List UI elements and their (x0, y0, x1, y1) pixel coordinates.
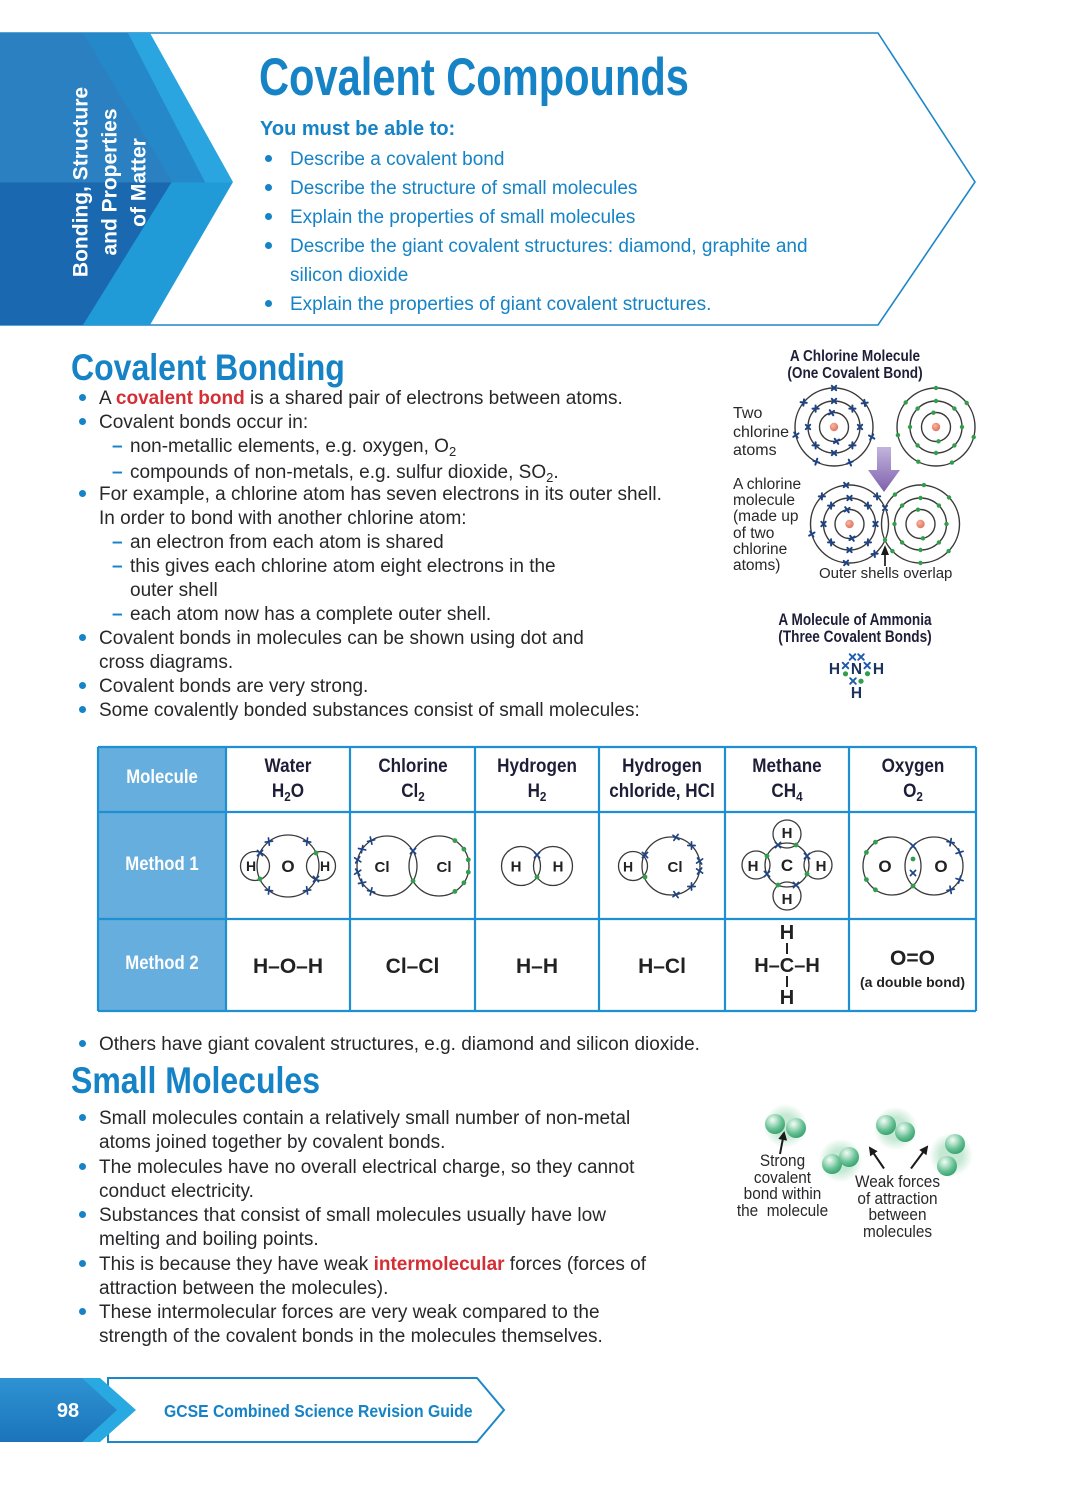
svg-text:H: H (623, 858, 633, 874)
svg-text:H: H (780, 922, 794, 944)
svg-text:H: H (851, 685, 862, 702)
svg-text:Cl: Cl (374, 859, 389, 876)
svg-text:H: H (553, 858, 564, 875)
svg-text:N: N (851, 661, 862, 678)
svg-text:H: H (246, 858, 256, 874)
svg-text:H: H (511, 858, 522, 875)
svg-text:of Matter: of Matter (128, 138, 151, 227)
svg-text:GCSE Combined Science Revision: GCSE Combined Science Revision Guide (164, 1401, 473, 1421)
svg-text:Bonding, Structure: Bonding, Structure (70, 87, 93, 277)
svg-text:H: H (320, 858, 330, 874)
svg-text:O: O (281, 857, 294, 876)
svg-text:H: H (748, 858, 759, 875)
svg-text:Cl: Cl (436, 859, 451, 876)
svg-text:H: H (873, 661, 884, 678)
svg-text:H: H (782, 825, 793, 842)
svg-text:and Properties: and Properties (99, 108, 122, 255)
svg-text:C: C (781, 856, 793, 875)
svg-text:Cl: Cl (668, 859, 683, 876)
svg-text:H: H (780, 987, 794, 1008)
svg-text:98: 98 (57, 1400, 79, 1422)
svg-text:O: O (878, 857, 891, 876)
svg-text:H: H (816, 858, 827, 875)
svg-text:H: H (829, 661, 840, 678)
svg-text:O: O (934, 857, 947, 876)
svg-text:H: H (782, 891, 793, 908)
svg-text:H–C–H: H–C–H (754, 955, 820, 977)
